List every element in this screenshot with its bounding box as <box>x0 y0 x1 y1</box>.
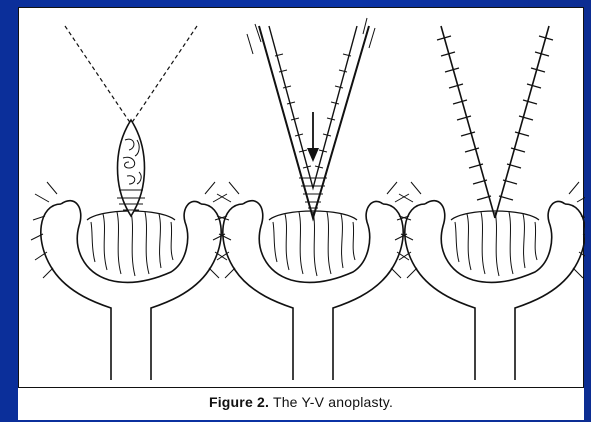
caption-text: The Y-V anoplasty. <box>269 394 393 410</box>
figure-caption: Figure 2. The Y-V anoplasty. <box>18 394 584 410</box>
step-1-diagram <box>31 26 231 380</box>
anoplasty-illustration <box>19 8 585 389</box>
step-3-diagram <box>395 26 585 380</box>
step-2-diagram <box>213 18 413 380</box>
figure-frame <box>18 7 584 388</box>
figure-panel: Figure 2. The Y-V anoplasty. <box>18 7 584 420</box>
caption-label: Figure 2. <box>209 394 269 410</box>
